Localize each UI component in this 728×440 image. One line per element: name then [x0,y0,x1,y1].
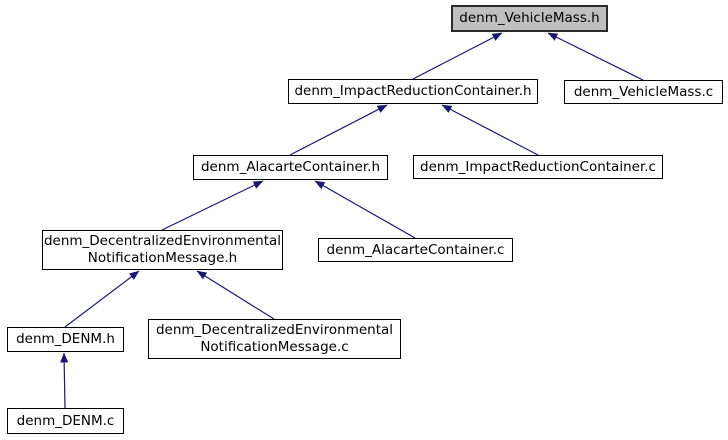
edge-denm-alacartecontainer-h-to-denm-impactreductioncontainer-h [289,104,388,156]
node-denm-impactreductioncontainer-h[interactable]: denm_ImpactReductionContainer.h [288,79,538,104]
node-denm-decentralizedenvironmentalnotificationmessage-h[interactable]: denm_DecentralizedEnvironmental Notifica… [42,230,283,270]
edge-denm-alacartecontainer-c-to-denm-alacartecontainer-h [314,180,416,239]
edge-denm-decentralizedenvironmentalnotificationmessage-c-to-denm-decentralizedenvironmentalnotificationmessage-h [196,270,275,320]
edge-denm-denm-h-to-denm-decentralizedenvironmentalnotificationmessage-h [64,270,140,328]
node-denm-decentralizedenvironmentalnotificationmessage-c[interactable]: denm_DecentralizedEnvironmental Notifica… [148,319,401,359]
node-denm-vehiclemass-h[interactable]: denm_VehicleMass.h [451,5,608,32]
edge-denm-denm-c-to-denm-denm-h [60,352,69,409]
node-denm-alacartecontainer-h[interactable]: denm_AlacarteContainer.h [193,155,388,180]
node-denm-denm-h[interactable]: denm_DENM.h [7,327,124,352]
node-denm-impactreductioncontainer-c[interactable]: denm_ImpactReductionContainer.c [413,155,663,179]
node-denm-vehiclemass-c[interactable]: denm_VehicleMass.c [564,80,723,104]
node-denm-alacartecontainer-c[interactable]: denm_AlacarteContainer.c [318,238,513,262]
edge-denm-decentralizedenvironmentalnotificationmessage-h-to-denm-alacartecontainer-h [161,180,264,231]
edge-denm-vehiclemass-c-to-denm-vehiclemass-h [547,32,644,81]
node-denm-denm-c[interactable]: denm_DENM.c [7,408,124,434]
edge-denm-impactreductioncontainer-c-to-denm-impactreductioncontainer-h [441,104,539,156]
edge-denm-impactreductioncontainer-h-to-denm-vehiclemass-h [412,32,503,80]
